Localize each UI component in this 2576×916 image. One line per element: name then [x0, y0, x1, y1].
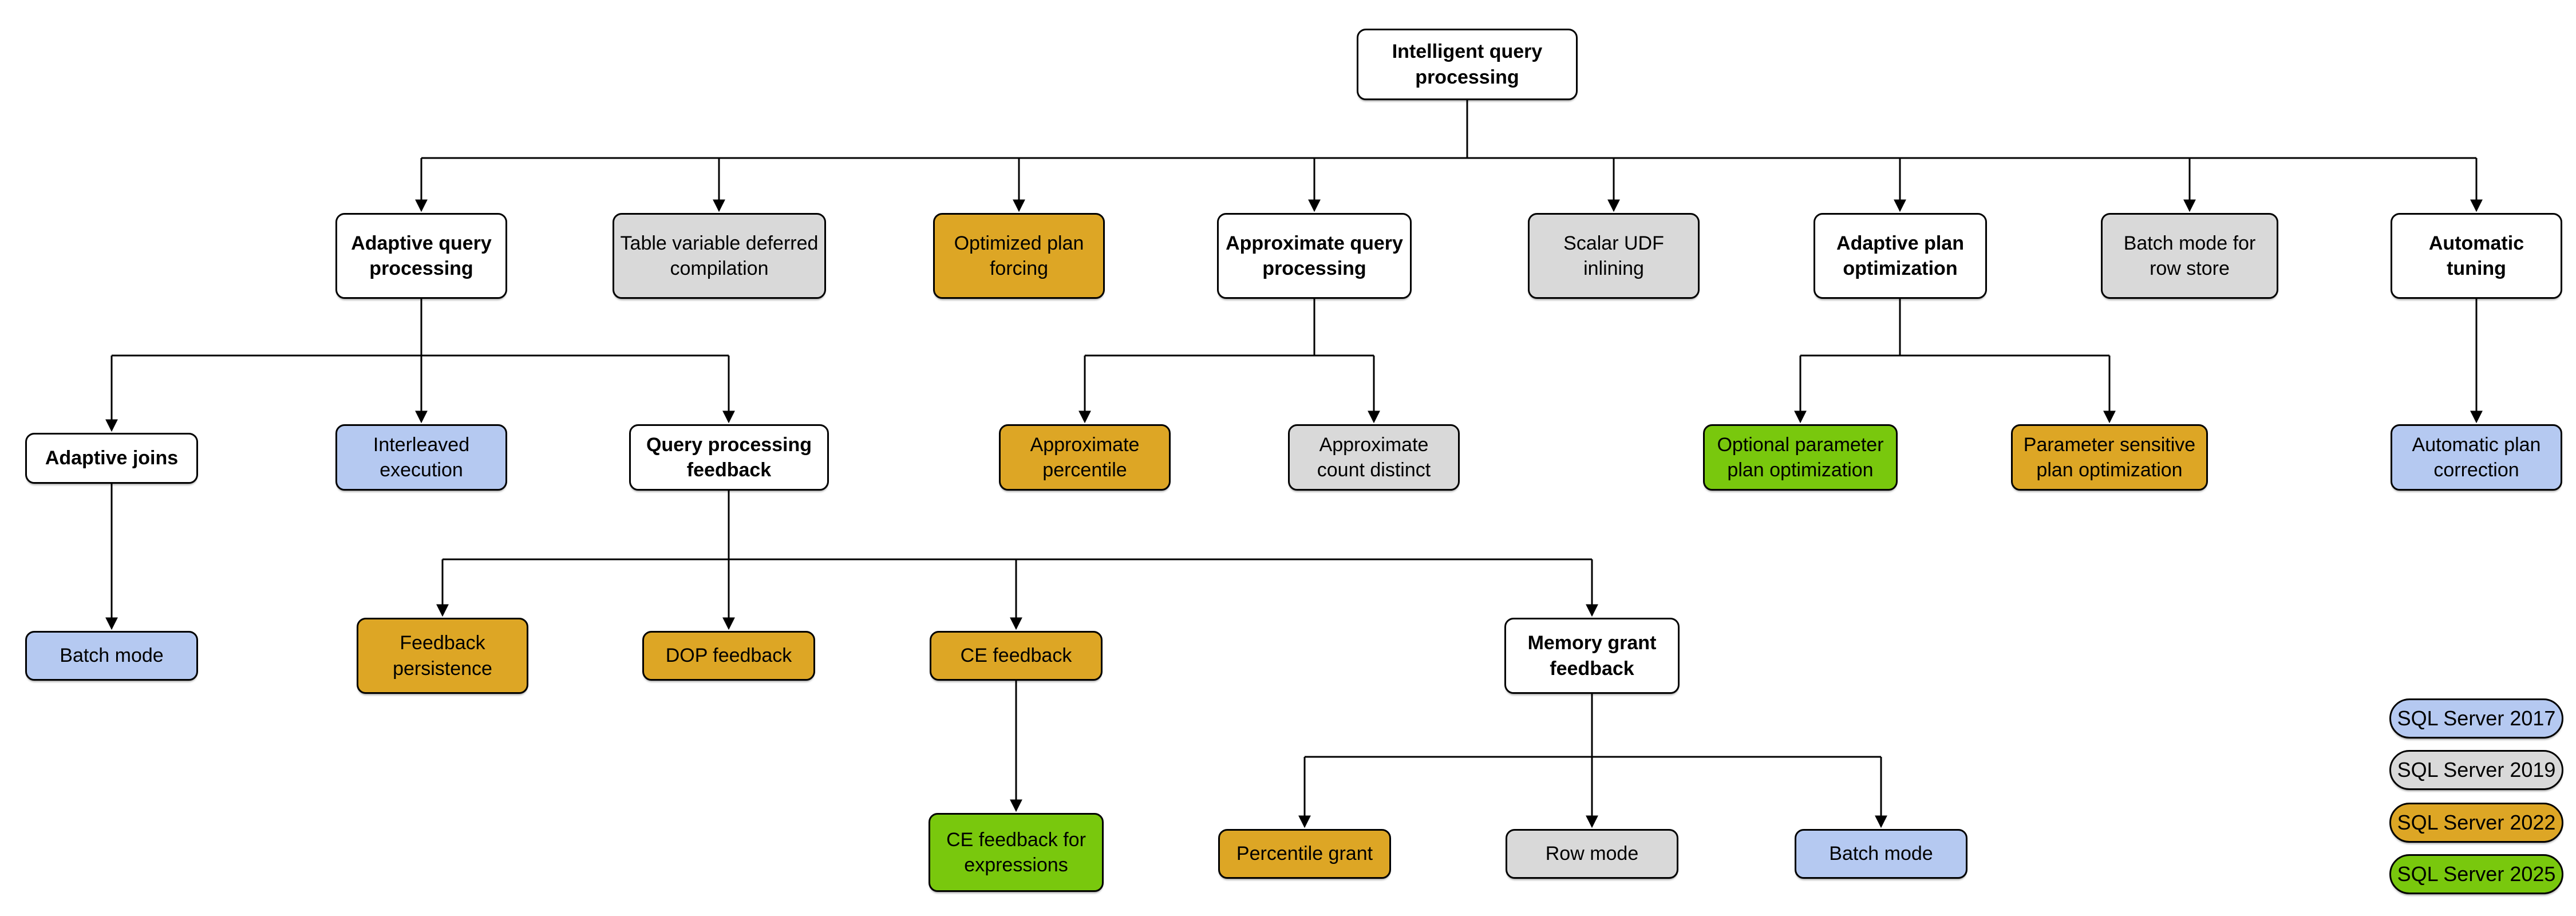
- connector-root-bus: [421, 100, 2476, 159]
- node-parameter-sensitive-plan-optimization: Parameter sensitive plan optimization: [2011, 424, 2208, 491]
- node-intelligent-query-processing: Intelligent query processing: [1357, 29, 1578, 100]
- node-adaptive-plan-optimization: Adaptive plan optimization: [1814, 213, 1987, 299]
- node-automatic-plan-correction: Automatic plan correction: [2391, 424, 2562, 491]
- node-batch-mode-for-row-store: Batch mode for row store: [2101, 213, 2278, 299]
- connector-mgf-bus: [1305, 694, 1881, 758]
- node-automatic-tuning: Automatic tuning: [2391, 213, 2562, 299]
- node-optimized-plan-forcing: Optimized plan forcing: [933, 213, 1105, 299]
- node-dop-feedback: DOP feedback: [642, 631, 815, 681]
- node-approximate-count-distinct: Approximate count distinct: [1288, 424, 1460, 491]
- legend-item-sql-server-2017: SQL Server 2017: [2389, 698, 2563, 739]
- node-adaptive-query-processing: Adaptive query processing: [335, 213, 507, 299]
- node-ce-feedback: CE feedback: [930, 631, 1103, 681]
- legend-item-sql-server-2022: SQL Server 2022: [2389, 803, 2563, 843]
- node-scalar-udf-inlining: Scalar UDF inlining: [1528, 213, 1700, 299]
- node-optional-parameter-plan-optimization: Optional parameter plan optimization: [1703, 424, 1898, 491]
- connector-aqp-bus: [112, 299, 729, 357]
- node-row-mode: Row mode: [1506, 829, 1678, 879]
- node-percentile-grant: Percentile grant: [1218, 829, 1391, 879]
- node-batch-mode-memory-grant: Batch mode: [1795, 829, 1967, 879]
- node-table-variable-deferred-compilation: Table variable deferred compilation: [613, 213, 826, 299]
- connector-apo-bus: [1800, 299, 2109, 357]
- node-query-processing-feedback: Query processing feedback: [629, 424, 829, 491]
- connector-qpf-bus: [442, 491, 1592, 560]
- node-memory-grant-feedback: Memory grant feedback: [1504, 618, 1680, 694]
- node-interleaved-execution: Interleaved execution: [335, 424, 507, 491]
- legend-item-sql-server-2025: SQL Server 2025: [2389, 854, 2563, 894]
- node-batch-mode-adaptive-joins: Batch mode: [25, 631, 198, 681]
- node-approximate-percentile: Approximate percentile: [999, 424, 1171, 491]
- connector-apq-bus: [1085, 299, 1374, 357]
- node-adaptive-joins: Adaptive joins: [25, 433, 198, 484]
- node-ce-feedback-for-expressions: CE feedback for expressions: [929, 813, 1104, 892]
- node-approximate-query-processing: Approximate query processing: [1217, 213, 1412, 299]
- legend-item-sql-server-2019: SQL Server 2019: [2389, 750, 2563, 790]
- node-feedback-persistence: Feedback persistence: [357, 618, 528, 694]
